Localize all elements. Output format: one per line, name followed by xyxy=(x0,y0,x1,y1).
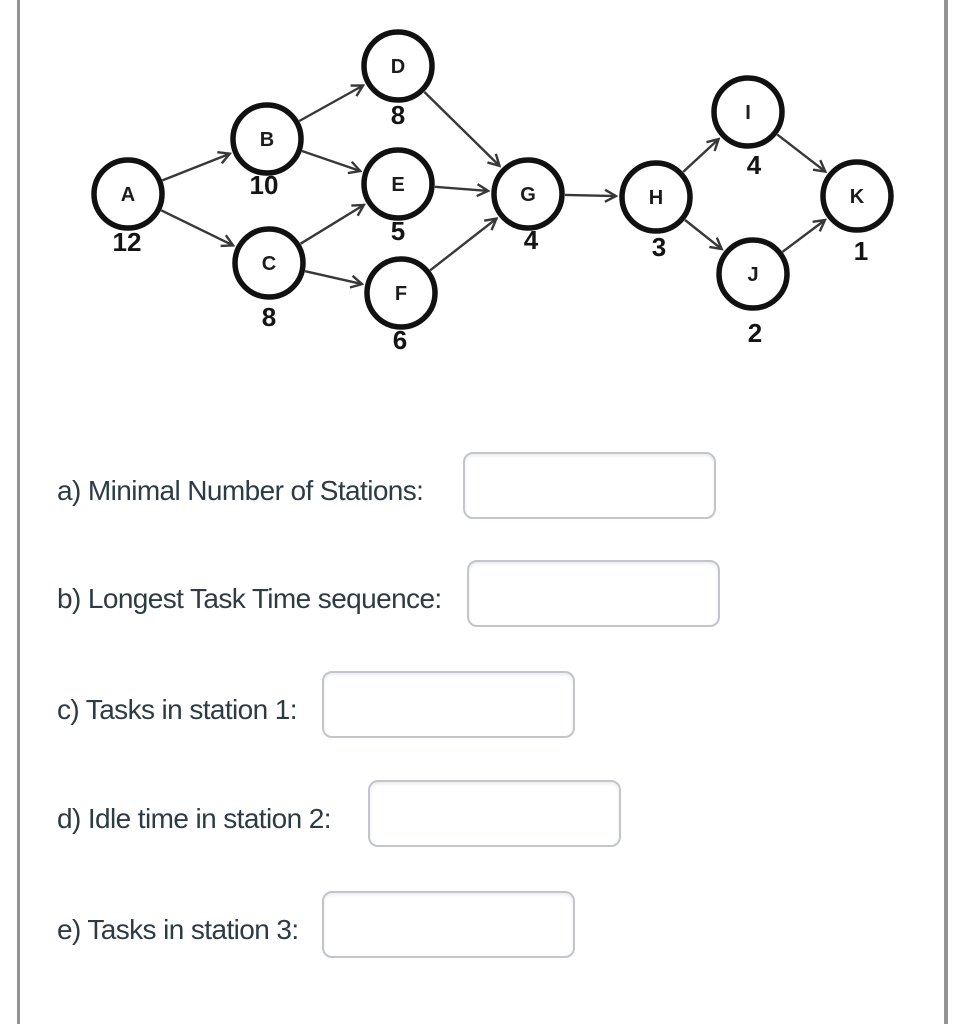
node-G-circle xyxy=(491,157,565,231)
edge-H-I xyxy=(682,139,718,173)
node-J-time: 2 xyxy=(748,318,762,348)
node-H-time: 3 xyxy=(652,232,666,262)
edge-D-G xyxy=(423,91,499,166)
node-K-label: K xyxy=(850,186,865,208)
node-E-label: E xyxy=(391,174,404,196)
diagram-edges xyxy=(160,86,825,285)
node-J-circle xyxy=(716,237,790,311)
node-A-time: 12 xyxy=(113,227,142,257)
question-row-a: a) Minimal Number of Stations: xyxy=(0,452,956,519)
node-D-label: D xyxy=(391,56,405,78)
edge-I-K xyxy=(776,133,825,172)
node-J-label: J xyxy=(747,264,758,286)
node-K-circle xyxy=(820,159,894,233)
frame-right-border xyxy=(944,0,948,1024)
node-G-time: 4 xyxy=(524,225,539,255)
node-H-circle xyxy=(619,160,693,234)
node-A-label: A xyxy=(121,184,135,206)
node-B-circle xyxy=(230,102,304,176)
edge-A-C xyxy=(160,209,233,245)
node-K-time: 1 xyxy=(854,236,868,266)
node-F-circle xyxy=(364,256,438,330)
question-a-label: a) Minimal Number of Stations: xyxy=(57,475,424,506)
edge-F-G xyxy=(429,219,496,272)
question-a-input[interactable] xyxy=(463,452,716,519)
question-b-input[interactable] xyxy=(467,560,720,627)
node-B-label: B xyxy=(260,129,274,151)
node-I-label: I xyxy=(745,102,751,124)
node-D-circle xyxy=(361,29,435,103)
edge-B-D xyxy=(298,86,363,123)
node-F-time: 6 xyxy=(393,325,407,355)
question-b-label: b) Longest Task Time sequence: xyxy=(57,583,442,614)
question-row-c: c) Tasks in station 1: xyxy=(0,671,956,738)
edge-A-B xyxy=(161,154,229,182)
question-d-input[interactable] xyxy=(368,780,621,847)
question-c-input[interactable] xyxy=(322,671,575,738)
question-e-label: e) Tasks in station 3: xyxy=(57,914,299,945)
edge-H-J xyxy=(684,219,722,249)
node-F-label: F xyxy=(395,283,407,305)
question-e-input[interactable] xyxy=(322,891,575,958)
node-C-time: 8 xyxy=(262,302,276,332)
question-d-label: d) Idle time in station 2: xyxy=(57,803,331,834)
node-C-label: C xyxy=(262,253,276,275)
edge-G-H xyxy=(564,195,616,196)
edge-C-E xyxy=(299,205,364,245)
edge-B-E xyxy=(301,149,360,171)
question-row-d: d) Idle time in station 2: xyxy=(0,780,956,847)
edge-C-F xyxy=(304,270,362,284)
node-I-time: 4 xyxy=(747,150,762,180)
node-G-label: G xyxy=(520,184,536,206)
node-I-circle xyxy=(711,75,785,149)
edge-J-K xyxy=(781,220,825,253)
node-C-circle xyxy=(232,226,306,300)
question-c-label: c) Tasks in station 1: xyxy=(57,694,298,725)
node-H-label: H xyxy=(649,187,663,209)
question-row-e: e) Tasks in station 3: xyxy=(0,891,956,958)
node-D-time: 8 xyxy=(391,100,405,130)
node-E-time: 5 xyxy=(391,216,405,246)
question-row-b: b) Longest Task Time sequence: xyxy=(0,560,956,627)
node-E-circle xyxy=(361,147,435,221)
frame-left-border xyxy=(17,0,20,1024)
edge-E-G xyxy=(434,187,488,191)
node-A-circle xyxy=(91,157,165,231)
node-B-time: 10 xyxy=(250,170,279,200)
